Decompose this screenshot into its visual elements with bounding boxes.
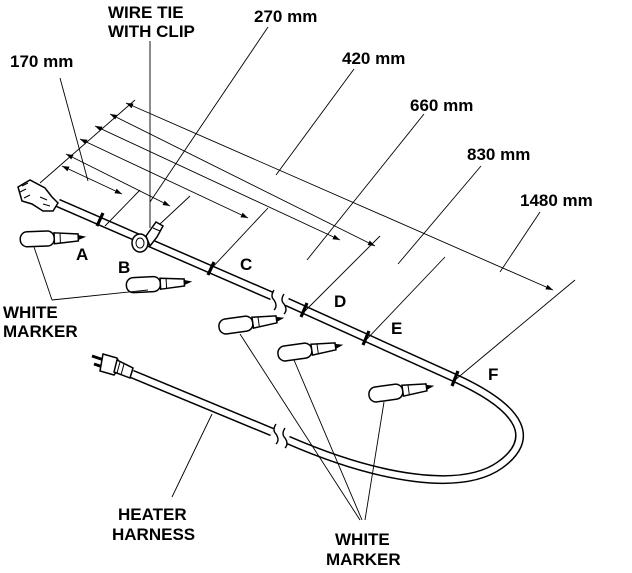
label-position-c: C xyxy=(240,255,252,274)
marker-band-f xyxy=(450,370,460,387)
label-position-f: F xyxy=(488,365,498,384)
connector-plug-bottom xyxy=(91,353,134,379)
leader-170 xyxy=(59,77,89,182)
dim-arrow-420 xyxy=(79,138,249,219)
marker-pen-d xyxy=(218,315,285,335)
label-white-marker-bottom-2: MARKER xyxy=(326,550,401,569)
dim-base-extension xyxy=(39,99,136,184)
label-dim-660: 660 mm xyxy=(410,96,473,115)
leader-heater-harness xyxy=(171,413,213,498)
label-heater-harness-2: HARNESS xyxy=(112,525,195,544)
label-dim-1480: 1480 mm xyxy=(520,191,593,210)
leader-660 xyxy=(306,113,425,261)
label-dim-420: 420 mm xyxy=(342,49,405,68)
marker-pen-e xyxy=(277,342,344,362)
label-white-marker-bottom-1: WHITE xyxy=(335,530,390,549)
label-dim-270: 270 mm xyxy=(254,7,317,26)
marker-pen-a xyxy=(19,230,87,248)
label-wire-tie-1: WIRE TIE xyxy=(108,3,184,22)
label-white-marker-top-2: MARKER xyxy=(3,322,78,341)
label-heater-harness-1: HEATER xyxy=(118,505,187,524)
label-dim-830: 830 mm xyxy=(467,145,530,164)
connector-plug-top xyxy=(17,179,59,212)
label-position-b: B xyxy=(118,258,130,277)
dim-ext-830 xyxy=(365,256,446,341)
harness-cable xyxy=(56,198,525,485)
marker-band-d xyxy=(299,302,309,318)
label-position-e: E xyxy=(391,319,402,338)
label-dim-170: 170 mm xyxy=(10,52,73,71)
label-white-marker-top-1: WHITE xyxy=(3,303,58,322)
leader-white-marker-f xyxy=(364,401,385,521)
dim-arrow-170 xyxy=(61,165,123,195)
dim-ext-270 xyxy=(159,195,191,225)
dim-ext-420 xyxy=(209,207,269,271)
marker-band-e xyxy=(361,330,371,346)
label-wire-tie-2: WITH CLIP xyxy=(108,22,195,41)
cable-break-upper xyxy=(271,289,287,315)
dim-arrow-1480 xyxy=(125,102,554,291)
cable-break-lower xyxy=(273,423,288,449)
marker-pen-b xyxy=(125,275,193,294)
label-position-d: D xyxy=(334,292,346,311)
leader-1480 xyxy=(499,211,541,273)
leader-420 xyxy=(275,68,355,176)
leader-white-marker-e xyxy=(293,359,363,521)
label-position-a: A xyxy=(76,245,88,264)
dim-arrow-270 xyxy=(65,153,171,207)
dim-ext-1480 xyxy=(454,279,576,381)
leader-270 xyxy=(149,26,269,203)
dim-ext-170 xyxy=(104,189,141,227)
marker-pen-f xyxy=(368,383,435,403)
leader-white-marker-d xyxy=(239,333,361,521)
leader-white-marker-b xyxy=(51,289,149,301)
leader-white-marker-a xyxy=(33,246,53,301)
leader-830 xyxy=(397,165,482,265)
